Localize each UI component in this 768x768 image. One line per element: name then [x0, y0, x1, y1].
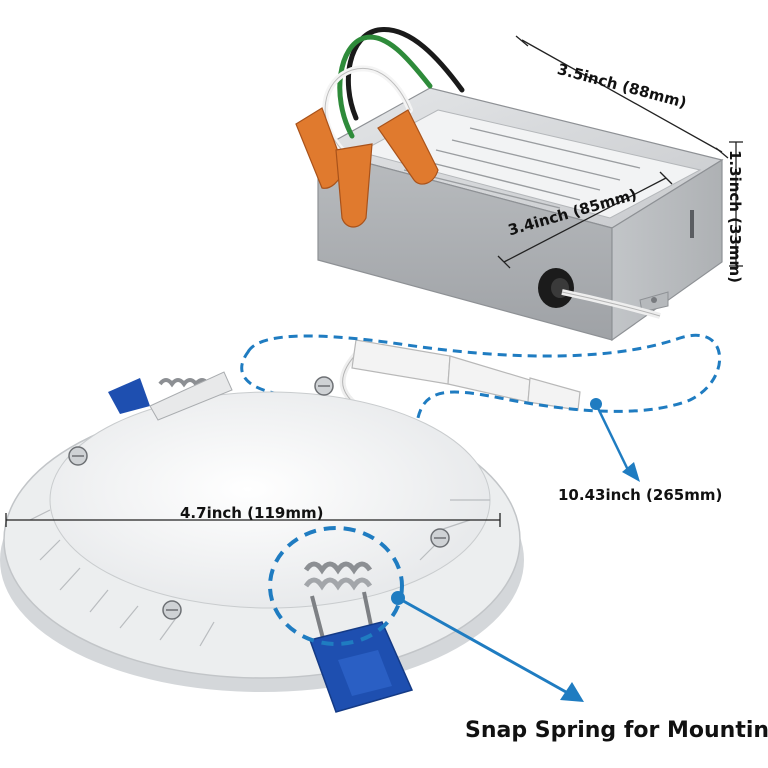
rear-mounting-spring	[108, 371, 233, 421]
cable-connector	[351, 339, 581, 411]
panel-diameter-label: 4.7inch (119mm)	[180, 504, 324, 522]
snap-clip	[309, 621, 414, 713]
strain-relief-grommet	[538, 268, 574, 308]
cable-length-label: 10.43inch (265mm)	[558, 486, 723, 504]
panel-dimension-line	[5, 513, 501, 527]
spring-highlight-circle	[268, 526, 404, 646]
wire-nut-connectors	[295, 107, 439, 228]
spring-callout-pointer	[391, 591, 584, 702]
box-height-label: 1.3inch (33mm)	[726, 150, 744, 284]
knockout-slot	[690, 210, 694, 238]
heat-sink-fins	[29, 499, 490, 647]
junction-box	[316, 87, 724, 342]
spring-callout-label: Snap Spring for Mounting	[465, 718, 768, 743]
led-panel	[0, 376, 524, 692]
box-dimension-lines	[497, 35, 743, 269]
cable-length-pointer	[590, 398, 640, 482]
